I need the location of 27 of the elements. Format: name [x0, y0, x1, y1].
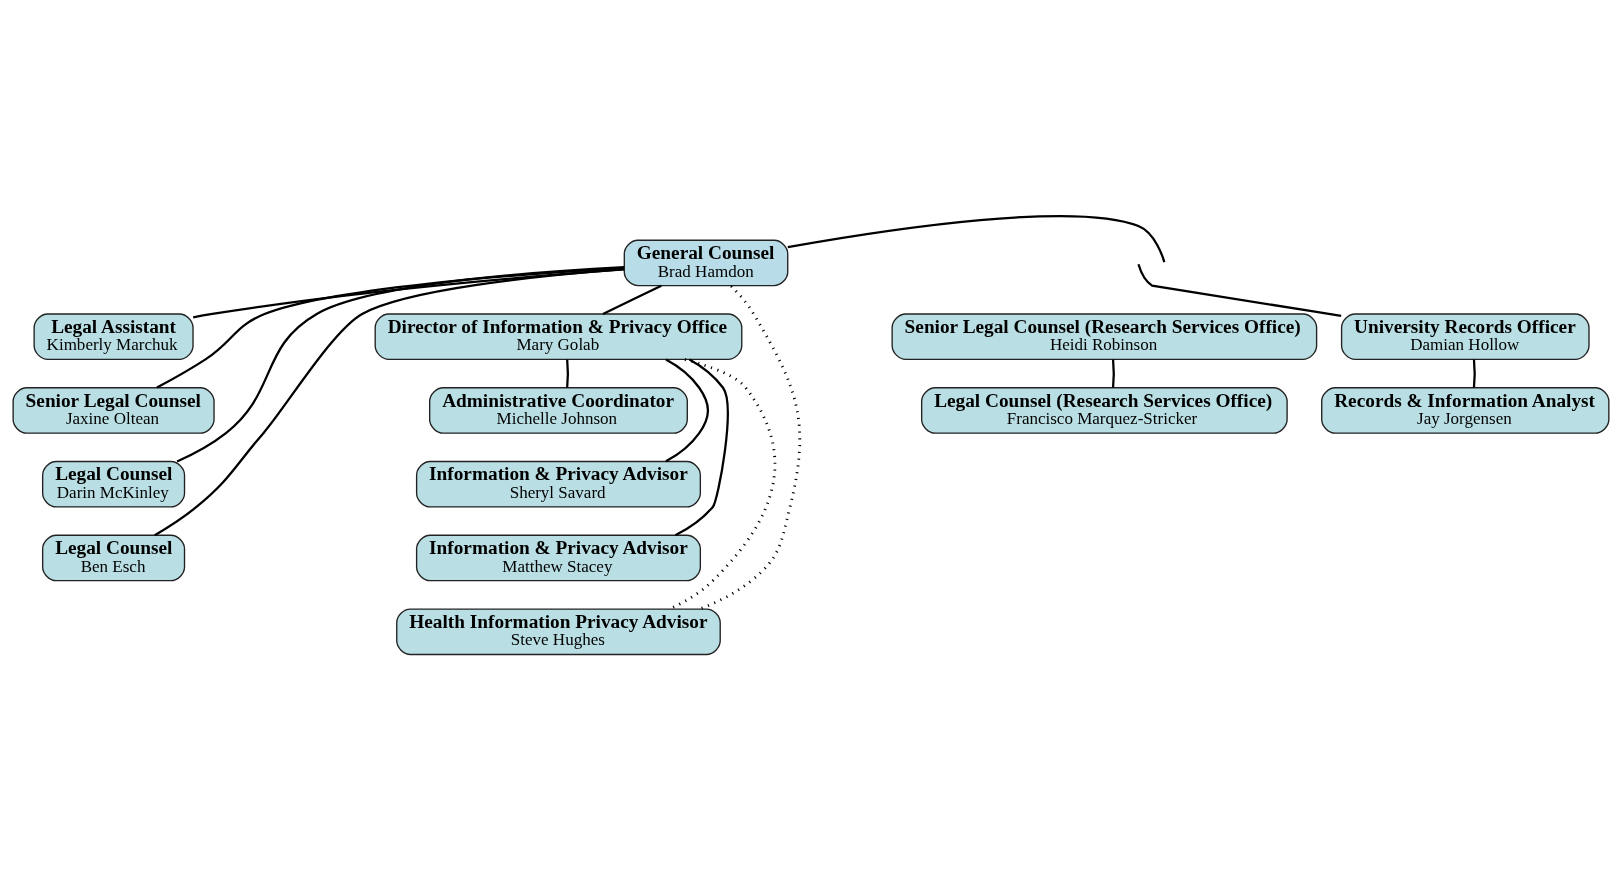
connector [566, 359, 569, 388]
node-box: Senior Legal Counsel (Research Services Office) Heidi Robinson [891, 312, 1318, 360]
node-box: Director of Information & Privacy Office Mary Golab [374, 312, 743, 360]
node-box: University Records Officer Damian Hollow [1340, 312, 1590, 360]
connector [674, 358, 729, 536]
node-box: Information & Privacy Advisor Sheryl Savard [415, 460, 701, 508]
connector [665, 358, 710, 462]
node-box: Information & Privacy Advisor Matthew Stacey [415, 534, 701, 581]
node-box: Senior Legal Counsel Jaxine Oltean [12, 386, 215, 434]
connector [1111, 359, 1115, 388]
connector [602, 284, 662, 315]
node-box: General Counsel Brad Hamdon [623, 239, 789, 286]
node-box: Administrative Coordinator Michelle Johnson [429, 386, 688, 434]
connector [154, 267, 625, 536]
connector [787, 214, 1166, 262]
connector [1137, 263, 1342, 317]
node-box: Legal Counsel Ben Esch [42, 534, 186, 581]
node-box: Records & Information Analyst Jay Jorgensen [1321, 386, 1610, 434]
node-box: Legal Counsel Darin McKinley [42, 460, 186, 508]
connector [193, 267, 625, 318]
node-box: Health Information Privacy Advisor Steve Hughes [396, 607, 721, 655]
connector [1472, 359, 1476, 388]
node-box: Legal Assistant Kimberly Marchuk [33, 312, 194, 360]
connector [176, 265, 625, 462]
connector [156, 266, 624, 389]
connector [698, 284, 802, 610]
node-box: Legal Counsel (Research Services Office) Francisco Marquez-Stricker [921, 386, 1288, 434]
